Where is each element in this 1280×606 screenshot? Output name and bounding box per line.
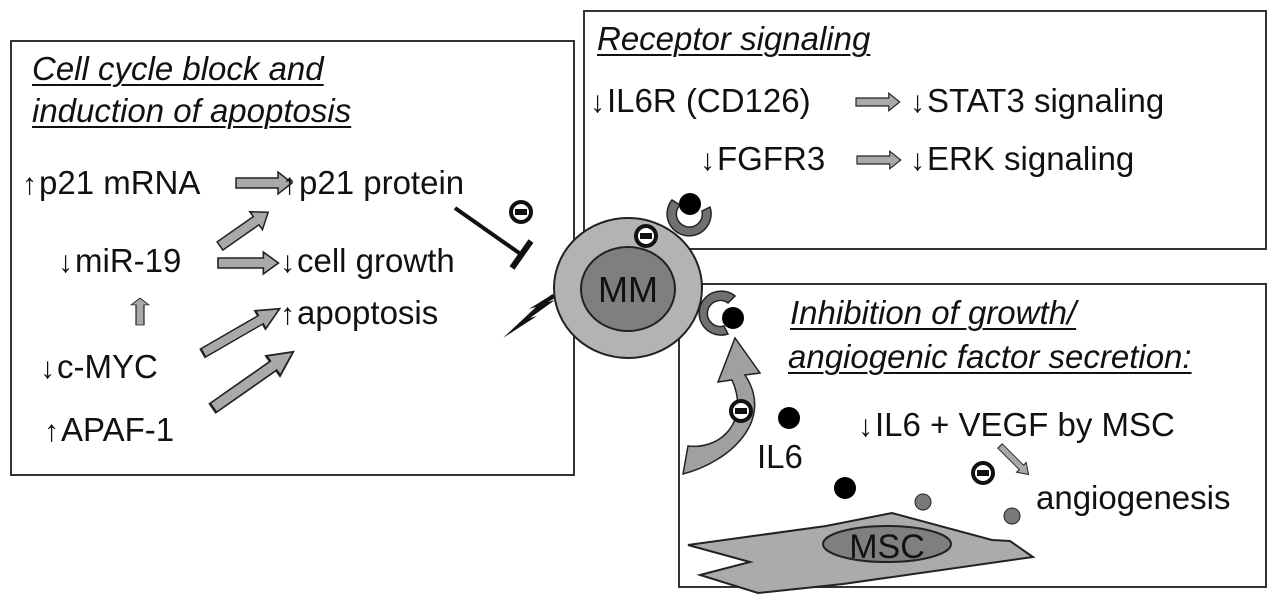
arrow-apaf1-to-apoptosis: [204, 340, 302, 420]
label: cell growth: [297, 242, 455, 279]
cell-cycle-title-line2: induction of apoptosis: [32, 92, 352, 129]
mm-nucleus: [580, 246, 676, 332]
item-p21-mrna: ↑p21 mRNA: [22, 166, 200, 200]
label: FGFR3: [717, 140, 826, 177]
label: miR-19: [75, 242, 182, 279]
arrow-mir19-to-cellgrowth: [217, 251, 280, 275]
down-arrow-icon: ↓: [700, 144, 715, 177]
secretion-title-line1: Inhibition of growth/: [790, 294, 1077, 331]
secretion-title-line2: angiogenic factor secretion:: [788, 338, 1192, 375]
item-fgfr3: ↓FGFR3: [700, 142, 825, 176]
up-arrow-icon: ↑: [282, 168, 297, 201]
label: p21 mRNA: [39, 164, 201, 201]
receptor-bottom: [698, 290, 744, 336]
down-arrow-icon: ↓: [858, 410, 873, 443]
item-cell-growth: ↓cell growth: [280, 244, 455, 278]
down-arrow-icon: ↓: [280, 246, 295, 279]
item-erk: ↓ERK signaling: [910, 142, 1134, 176]
inhibit-bar: [509, 239, 534, 270]
inhibit-icon: [729, 399, 753, 423]
label: IL6R (CD126): [607, 82, 811, 119]
down-arrow-icon: ↓: [590, 86, 605, 119]
vegf-molecule: [914, 493, 932, 511]
label: IL6 + VEGF by MSC: [875, 406, 1175, 443]
down-arrow-icon: ↓: [58, 246, 73, 279]
msc-label: MSC: [849, 528, 925, 566]
cell-cycle-panel: [10, 40, 575, 476]
label: p21 protein: [299, 164, 465, 201]
angiogenesis-label: angiogenesis: [1036, 479, 1231, 516]
item-apaf1: ↑APAF-1: [44, 413, 174, 447]
vegf-molecule: [1003, 507, 1021, 525]
il6-molecule: [834, 477, 856, 499]
label: c-MYC: [57, 348, 158, 385]
item-il6r: ↓IL6R (CD126): [590, 84, 811, 118]
arrow-cmyc-to-mir19: [130, 297, 150, 326]
down-arrow-icon: ↓: [910, 144, 925, 177]
il6-label: IL6: [757, 438, 803, 475]
mm-label: MM: [598, 269, 658, 310]
lightning-icon: [503, 283, 582, 338]
label: STAT3 signaling: [927, 82, 1165, 119]
inhibit-line: [453, 206, 524, 257]
receptor-title: Receptor signaling: [597, 20, 871, 57]
arrow-cmyc-to-apoptosis: [196, 298, 286, 364]
item-stat3: ↓STAT3 signaling: [910, 84, 1164, 118]
inhibit-icon: [634, 224, 658, 248]
item-p21-protein: ↑p21 protein: [282, 166, 464, 200]
arrow-mir19-to-p21protein: [212, 202, 276, 256]
arrow-fgfr3-to-erk: [856, 150, 902, 170]
item-apoptosis: ↑apoptosis: [280, 296, 438, 330]
receptor-top: [666, 193, 712, 237]
msc-nucleus: [822, 525, 952, 563]
label: APAF-1: [61, 411, 175, 448]
item-il6-vegf: ↓IL6 + VEGF by MSC: [858, 408, 1175, 442]
label: apoptosis: [297, 294, 439, 331]
down-arrow-icon: ↓: [910, 86, 925, 119]
arrow-il6r-to-stat3: [855, 92, 901, 112]
item-cmyc: ↓c-MYC: [40, 350, 158, 384]
il6-molecule: [778, 407, 800, 429]
up-arrow-icon: ↑: [22, 168, 37, 201]
inhibit-icon: [509, 200, 533, 224]
il6-feedback-arrow: [682, 336, 762, 476]
cell-cycle-title-line1: Cell cycle block and: [32, 50, 324, 87]
inhibit-icon: [971, 461, 995, 485]
down-arrow-icon: ↓: [40, 352, 55, 385]
arrow-to-angiogenesis: [994, 440, 1034, 480]
label: ERK signaling: [927, 140, 1135, 177]
up-arrow-icon: ↑: [44, 415, 59, 448]
item-mir19: ↓miR-19: [58, 244, 181, 278]
up-arrow-icon: ↑: [280, 298, 295, 331]
